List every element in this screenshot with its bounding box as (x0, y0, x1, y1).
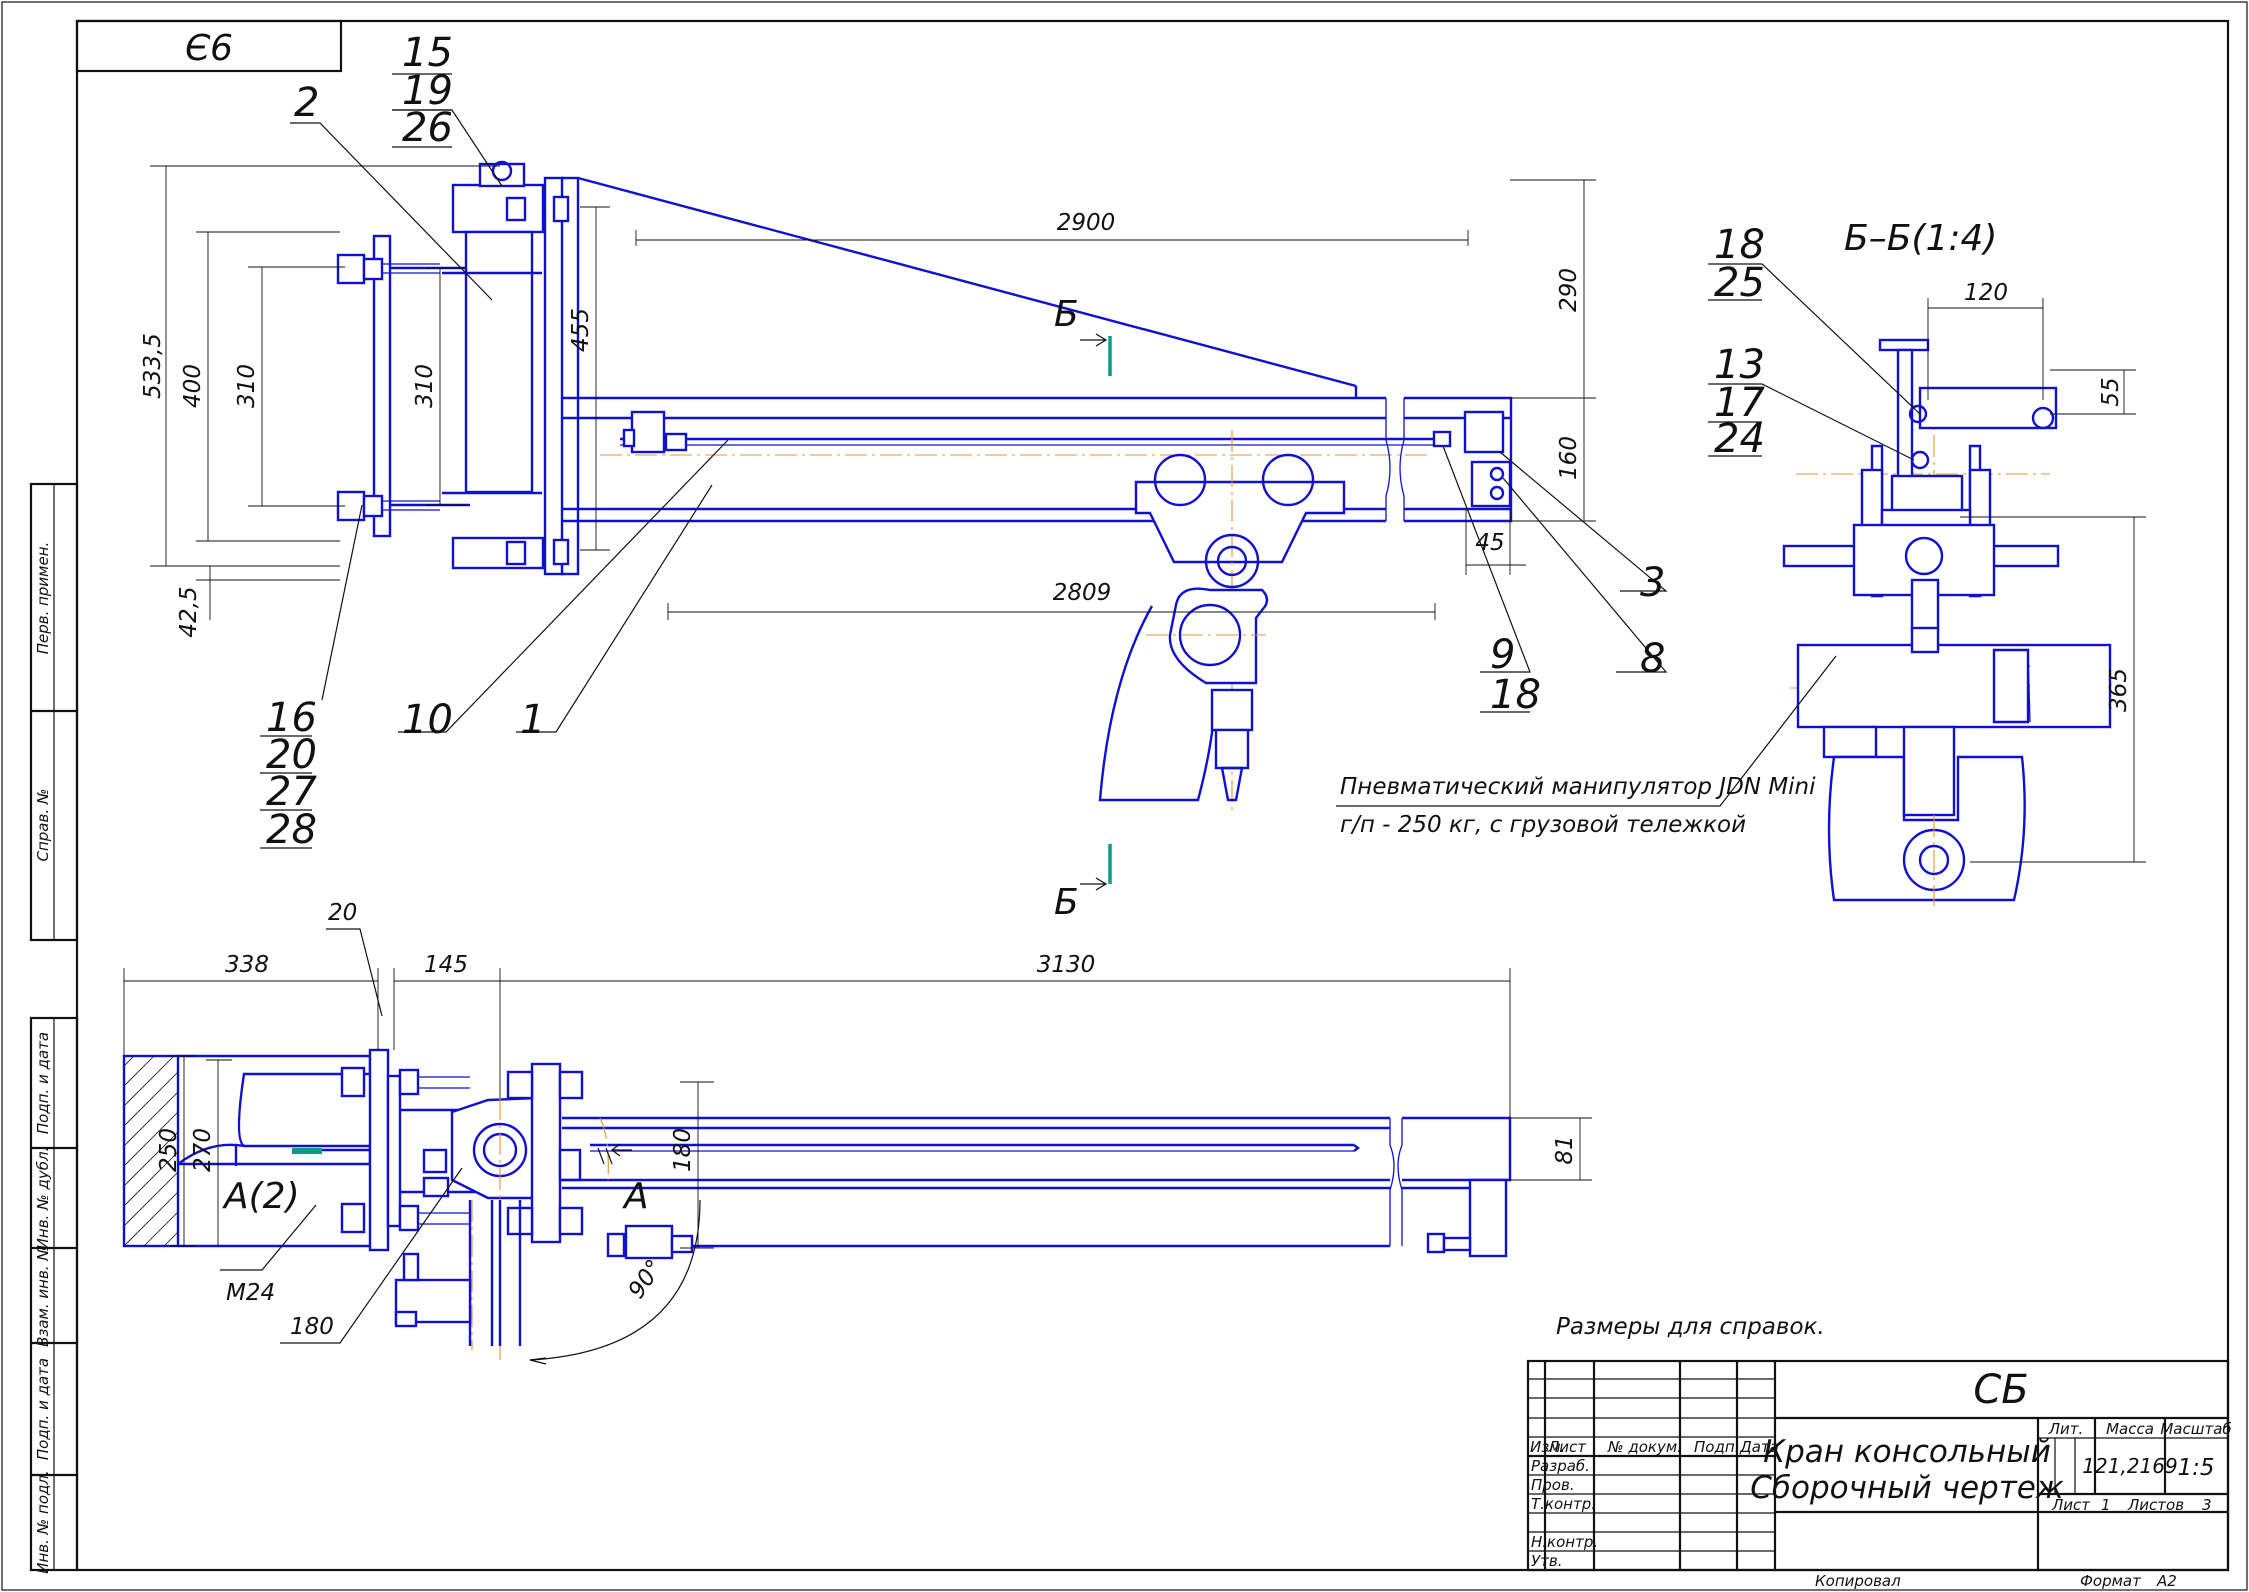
row-utv: Утв. (1531, 1552, 1563, 1570)
reference-note: Размеры для справок. (1556, 1314, 1825, 1340)
dim-365: 365 (2106, 668, 2132, 712)
sheet-value: 1 (2101, 1496, 2111, 1514)
section-callout-18: 18 (1714, 222, 1765, 268)
dim-180-leader: 180 (290, 1314, 334, 1340)
dim-250: 250 (156, 1128, 182, 1172)
dim-42-5: 42,5 (176, 586, 202, 637)
dim-270: 270 (190, 1128, 216, 1172)
stamp-inv-podl: Инв. № подл. (34, 1470, 52, 1573)
stamp-perv-primen: Перв. примен. (34, 542, 52, 655)
title-line-1: Кран консольный (1763, 1434, 2051, 1470)
col-doc: № докум. (1607, 1438, 1682, 1456)
section-view (1708, 263, 2146, 906)
callout-2: 2 (294, 80, 319, 126)
col-date: Дата (1739, 1438, 1779, 1456)
dim-160: 160 (1556, 436, 1582, 480)
callout-26: 26 (402, 105, 453, 151)
format-value: А2 (2156, 1572, 2177, 1590)
sheets-label: Листов (2127, 1496, 2184, 1514)
side-stamp: Перв. примен. Справ. № Подп. и дата Инв.… (29, 482, 79, 1574)
col-izm: Изм. (1530, 1438, 1565, 1456)
callout-28: 28 (266, 807, 317, 853)
dim-145: 145 (424, 952, 468, 978)
dim-310-a: 310 (234, 364, 260, 408)
sheets-value: 3 (2202, 1496, 2212, 1514)
section-mark-bottom: Б (1054, 882, 1079, 923)
callout-3: 3 (1640, 560, 1665, 606)
stamp-sprav-no: Справ. № (34, 789, 52, 862)
dim-533-5: 533,5 (140, 333, 166, 399)
title-block: СБ Кран консольный Сборочный чертеж Изм.… (1526, 1359, 2232, 1590)
row-nkontr: Н.контр. (1531, 1533, 1598, 1551)
row-prov: Пров. (1531, 1476, 1575, 1494)
callout-10: 10 (402, 697, 453, 743)
dim-400: 400 (180, 364, 206, 408)
callout-20: 20 (266, 732, 317, 778)
row-razrab: Разраб. (1531, 1457, 1590, 1475)
dim-338: 338 (225, 952, 269, 978)
front-view (150, 73, 1668, 891)
callout-16: 16 (266, 695, 317, 741)
dim-455: 455 (568, 308, 594, 352)
section-title: Б–Б(1:4) (1844, 218, 1997, 259)
stamp-podp-data-2: Подп. и дата (34, 1358, 52, 1460)
dim-3130: 3130 (1037, 952, 1096, 978)
mass-value: 121,2169 (2082, 1454, 2177, 1478)
labels: 2 15 19 26 16 20 27 28 10 1 3 8 9 18 20 … (140, 30, 2132, 1340)
row-tkontr: Т.контр. (1531, 1495, 1596, 1513)
copied-label: Копировал (1815, 1572, 1901, 1590)
scale-label: Масштаб (2160, 1420, 2231, 1438)
note-line-2: г/п - 250 кг, с грузовой тележкой (1340, 812, 1746, 838)
dim-45: 45 (1475, 530, 1504, 556)
scale-value: 1:5 (2177, 1455, 2214, 1481)
note-line-1: Пневматический манипулятор JDN Mini (1340, 774, 1816, 800)
dim-180-plan: 180 (670, 1128, 696, 1172)
manipulator-note (1336, 655, 1837, 807)
section-callout-24: 24 (1714, 416, 1765, 462)
format-label: Формат (2080, 1572, 2142, 1590)
section-callout-17: 17 (1714, 380, 1765, 426)
col-list: Лист (1547, 1438, 1587, 1456)
callout-1: 1 (520, 697, 545, 743)
dim-81: 81 (1552, 1135, 1578, 1164)
dim-2900: 2900 (1057, 210, 1116, 236)
stamp-vzam-inv: Взам. инв. № (34, 1245, 52, 1347)
callout-8: 8 (1640, 636, 1665, 682)
callout-15: 15 (402, 30, 453, 76)
title-line-2: Сборочный чертеж (1750, 1470, 2064, 1506)
plan-view (122, 928, 1592, 1365)
lit-label: Лит. (2048, 1420, 2084, 1438)
callout-27: 27 (266, 769, 317, 815)
doc-code: СБ (1973, 1367, 2028, 1413)
stamp-podp-data-1: Подп. и дата (34, 1032, 52, 1134)
dim-290: 290 (1556, 268, 1582, 312)
stamp-inv-dubl: Инв. № дубл. (34, 1147, 52, 1250)
dim-310-b: 310 (412, 364, 438, 408)
dim-90-deg: 90° (624, 1255, 669, 1303)
callout-20-plan: 20 (328, 900, 357, 926)
sheet-label: Лист (2051, 1496, 2091, 1514)
callout-18: 18 (1490, 672, 1541, 718)
col-sign: Подп. (1694, 1438, 1739, 1456)
callout-19: 19 (402, 68, 453, 114)
section-callout-25: 25 (1714, 260, 1765, 306)
dim-120: 120 (1964, 280, 2008, 306)
view-a: А (622, 1176, 649, 1217)
callout-9: 9 (1490, 632, 1515, 678)
mass-label: Масса (2106, 1420, 2154, 1438)
dim-55: 55 (2098, 377, 2124, 406)
section-mark-top: Б (1054, 294, 1079, 335)
view-a2: А(2) (222, 1176, 300, 1217)
dim-2809: 2809 (1053, 580, 1112, 606)
section-callout-13: 13 (1714, 342, 1765, 388)
thread-m24: M24 (226, 1280, 275, 1306)
corner-code: 9Э (185, 25, 233, 66)
